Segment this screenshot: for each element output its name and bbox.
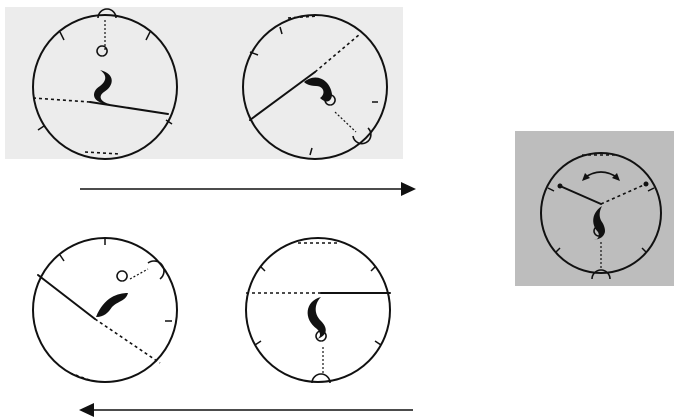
solid-axis	[559, 185, 602, 205]
dashed-axis	[314, 33, 361, 73]
dashed-axis	[94, 318, 161, 364]
dish-rim	[245, 237, 391, 383]
solid-axis	[89, 101, 169, 115]
petri-dish-4	[245, 237, 391, 384]
weight-marker	[97, 8, 117, 19]
left-arrow-icon	[79, 403, 413, 417]
organism-silhouette	[94, 70, 112, 104]
petri-dish-5	[540, 152, 662, 280]
dish-rim	[32, 14, 178, 160]
petri-dish-1	[32, 8, 178, 160]
petri-dish-2	[242, 14, 388, 160]
organism-silhouette	[96, 293, 128, 317]
weight-marker	[352, 127, 372, 145]
dashed-axis	[600, 183, 647, 205]
weight-marker	[311, 373, 331, 384]
weight-marker	[591, 269, 611, 280]
organism-silhouette	[304, 77, 332, 102]
weight-marker	[147, 260, 165, 280]
dish-rim	[540, 152, 662, 274]
organism-silhouette	[307, 297, 326, 339]
top-panel-background	[5, 7, 403, 159]
petri-dish-3	[32, 237, 178, 383]
solid-axis	[37, 274, 96, 320]
solid-axis	[249, 71, 316, 121]
organism-silhouette	[593, 206, 605, 240]
right-arrow-icon	[80, 182, 416, 196]
dish-rim	[242, 14, 388, 160]
